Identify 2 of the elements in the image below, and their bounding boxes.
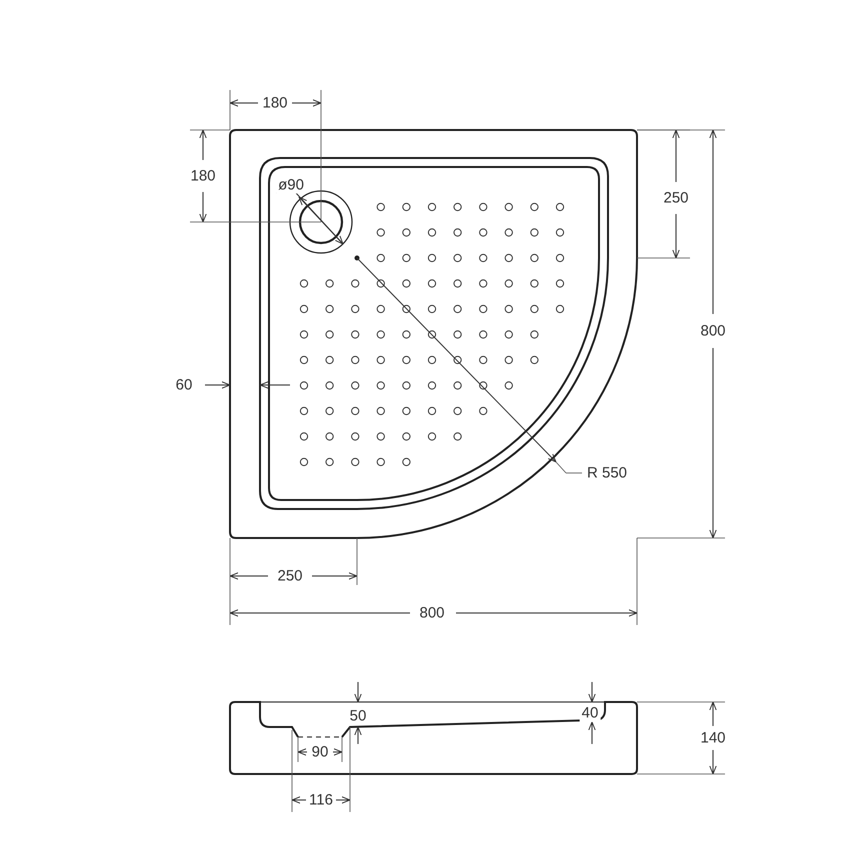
dimension-label: ø90	[276, 176, 306, 194]
dimension-label: 40	[580, 704, 600, 722]
